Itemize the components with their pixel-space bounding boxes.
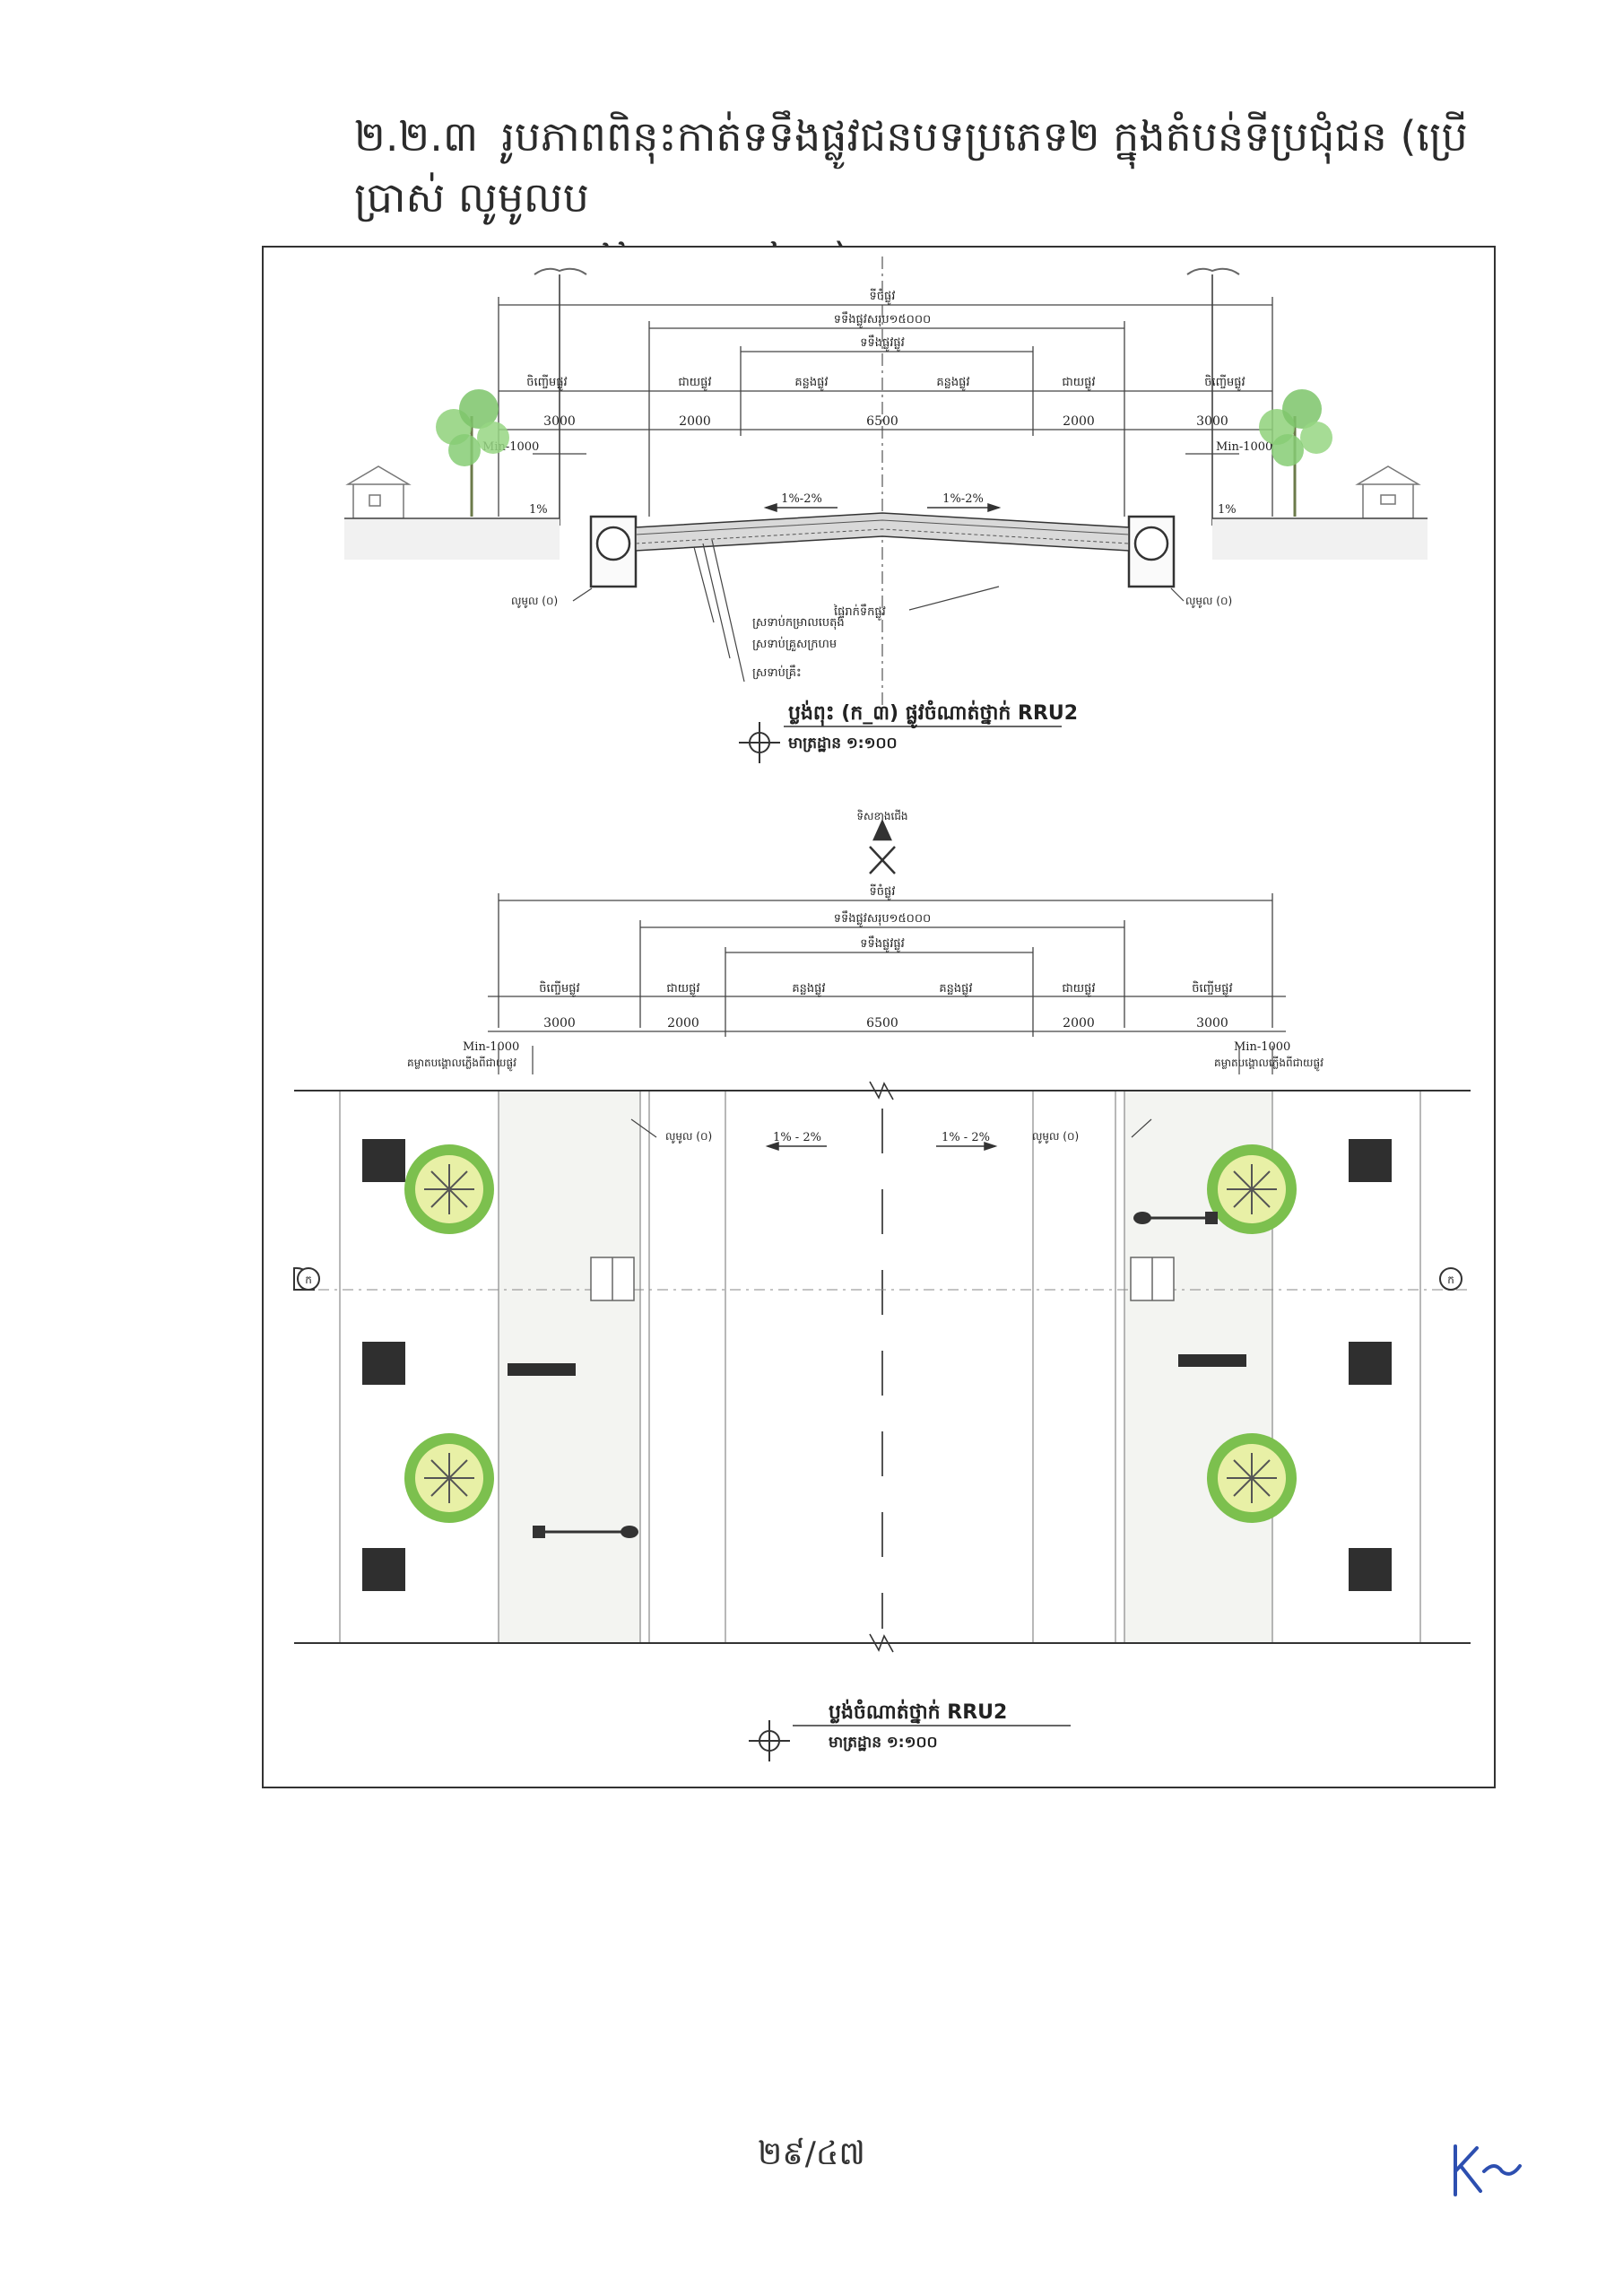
building-block (1349, 1342, 1392, 1385)
plan-tree-3-icon (1207, 1144, 1297, 1234)
house-right-icon (1355, 465, 1421, 519)
plan-slope-left: 1% - 2% (773, 1131, 821, 1144)
drawing-frame: ទីចំផ្លូវ ទទឹងផ្លូវសរុប១៥០០០ ទទឹងផ្លូវផ្… (262, 246, 1496, 1788)
section-drain-right-label: លូមូល (០) (1185, 595, 1232, 608)
plan-dim-2: 2000 (667, 1016, 699, 1031)
section-slope-left: 1%-2% (781, 492, 822, 506)
handwritten-initials (1448, 2139, 1529, 2205)
drain-pipe-right-icon (1127, 515, 1176, 588)
section-subgrade: ផ្ទៃរាក់ទឹកផ្លូវ (833, 604, 886, 621)
plan-slope-right: 1% - 2% (942, 1131, 990, 1144)
section-slope-right: 1%-2% (942, 492, 984, 506)
plan-north-label: ទិសខាងជើង (856, 809, 907, 822)
section-layer-2: ស្រទាប់គ្រួសក្រហម (752, 636, 837, 652)
plan-seg-4: គន្លងផ្លូវ (939, 982, 972, 997)
section-seg-1: ចិញ្ចើមផ្លូវ (526, 374, 567, 391)
section-mark-right-icon (1439, 1267, 1462, 1291)
page-number: ២៩/៤៧ (758, 2135, 865, 2172)
cross-section: ទីចំផ្លូវ ទទឹងផ្លូវសរុប១៥០០០ ទទឹងផ្លូវផ្… (344, 257, 1428, 763)
heading-line1: រូបភាពពិនុះកាត់ទទឹងផ្លូវជនបទប្រភេទ២ ក្នុ… (354, 112, 1468, 222)
drain-grate (508, 1363, 576, 1376)
section-seg-4: គន្លងផ្លូវ (936, 376, 969, 391)
heading-number: ២.២.៣ (354, 112, 479, 161)
plan-min-left: Min-1000 (463, 1040, 519, 1054)
section-drain-left-label: លូមូល (០) (511, 595, 558, 608)
section-mark-left-icon (293, 1266, 320, 1291)
building-block (362, 1342, 405, 1385)
plan-min-right: Min-1000 (1234, 1040, 1290, 1054)
plan-row-carriage: ទទឹងផ្លូវផ្លូវ (860, 935, 905, 952)
plan-dim-3: 6500 (866, 1016, 898, 1031)
plan-title-marker-icon (749, 1720, 790, 1761)
house-left-icon (345, 465, 412, 519)
plan-scale: មាត្រដ្ឋាន ១:១០០ (829, 1734, 938, 1752)
section-min-right: Min-1000 (1216, 440, 1272, 454)
plan-section-mark-left: ក (305, 1274, 312, 1286)
plan-dim-4: 2000 (1063, 1016, 1095, 1031)
section-row-carriage: ទទឹងផ្លូវផ្លូវ (860, 335, 905, 352)
section-slope-left-side: 1% (529, 503, 548, 517)
drain-grate (1178, 1354, 1246, 1367)
north-arrow-icon (869, 818, 896, 874)
plan-seg-2: ជាយផ្លូវ (666, 982, 699, 997)
section-seg-5: ជាយផ្លូវ (1062, 376, 1095, 391)
plan-view: ទិសខាងជើង ទីចំផ្លូវ ទទឹងផ្លូវសរុប១៥០០០ ទ… (293, 809, 1471, 1761)
plan-tree-1-icon (404, 1144, 494, 1234)
building-block (1349, 1548, 1392, 1591)
plan-seg-5: ជាយផ្លូវ (1062, 982, 1095, 997)
building-block (362, 1139, 405, 1182)
plan-tree-2-icon (404, 1433, 494, 1523)
section-dim-2: 2000 (679, 414, 711, 429)
building-block (362, 1548, 405, 1591)
plan-note-left: គម្លាតបង្គោលភ្លើងពីជាយផ្លូវ (407, 1056, 516, 1072)
section-dim-3: 6500 (866, 414, 898, 429)
road-pavement (635, 512, 1130, 552)
section-dim-1: 3000 (543, 414, 576, 429)
section-scale: មាត្រដ្ឋាន ១:១០០ (788, 735, 898, 752)
plan-row-total: ទីចំផ្លូវ (870, 883, 896, 900)
plan-note-right: គម្លាតបង្គោលភ្លើងពីជាយផ្លូវ (1214, 1056, 1324, 1072)
plan-road-edges (294, 1090, 1471, 1644)
section-row-width: ទទឹងផ្លូវសរុប១៥០០០ (834, 311, 932, 328)
section-seg-6: ចិញ្ចើមផ្លូវ (1204, 374, 1245, 391)
section-dim-4: 2000 (1063, 414, 1095, 429)
plan-dim-1: 3000 (543, 1016, 576, 1031)
plan-tree-4-icon (1207, 1433, 1297, 1523)
plan-row-width: ទទឹងផ្លូវសរុប១៥០០០ (834, 910, 932, 927)
plan-seg-3: គន្លងផ្លូវ (792, 982, 825, 997)
plan-drain-right-label: លូមូល (០) (1032, 1130, 1079, 1144)
tree-right-icon (1259, 389, 1332, 517)
street-lamp-left-icon (534, 267, 587, 526)
plan-title: ប្លង់ចំណាត់ថ្នាក់ RRU2 (829, 1699, 1007, 1724)
building-block (1349, 1139, 1392, 1182)
section-seg-2: ជាយផ្លូវ (678, 376, 711, 391)
section-slope-right-side: 1% (1218, 503, 1237, 517)
plan-section-mark-right: ក (1447, 1274, 1454, 1286)
section-dim-5: 3000 (1196, 414, 1228, 429)
section-row-total: ទីចំផ្លូវ (870, 288, 896, 305)
section-layer-3: ស្រទាប់គ្រឹះ (752, 665, 802, 680)
plan-buildings (362, 1139, 1392, 1591)
plan-drain-left-label: លូមូល (០) (665, 1130, 712, 1144)
plan-seg-6: ចិញ្ចើមផ្លូវ (1192, 980, 1232, 997)
plan-lamp-left-icon (533, 1526, 638, 1538)
section-title: ប្លង់ពុះ (ក_៣) ផ្លូវចំណាត់ថ្នាក់ RRU2 (788, 700, 1078, 729)
plan-lamp-right-icon (1133, 1212, 1218, 1224)
tree-left-icon (436, 389, 509, 517)
street-lamp-right-icon (1186, 267, 1240, 526)
section-seg-3: គន្លងផ្លូវ (794, 376, 828, 391)
plan-dim-5: 3000 (1196, 1016, 1228, 1031)
section-layer-1: ស្រទាប់កម្រាលបេតុង (752, 614, 845, 631)
drain-pipe-left-icon (589, 515, 638, 588)
section-title-marker-icon (739, 722, 780, 763)
plan-seg-1: ចិញ្ចើមផ្លូវ (539, 980, 579, 997)
